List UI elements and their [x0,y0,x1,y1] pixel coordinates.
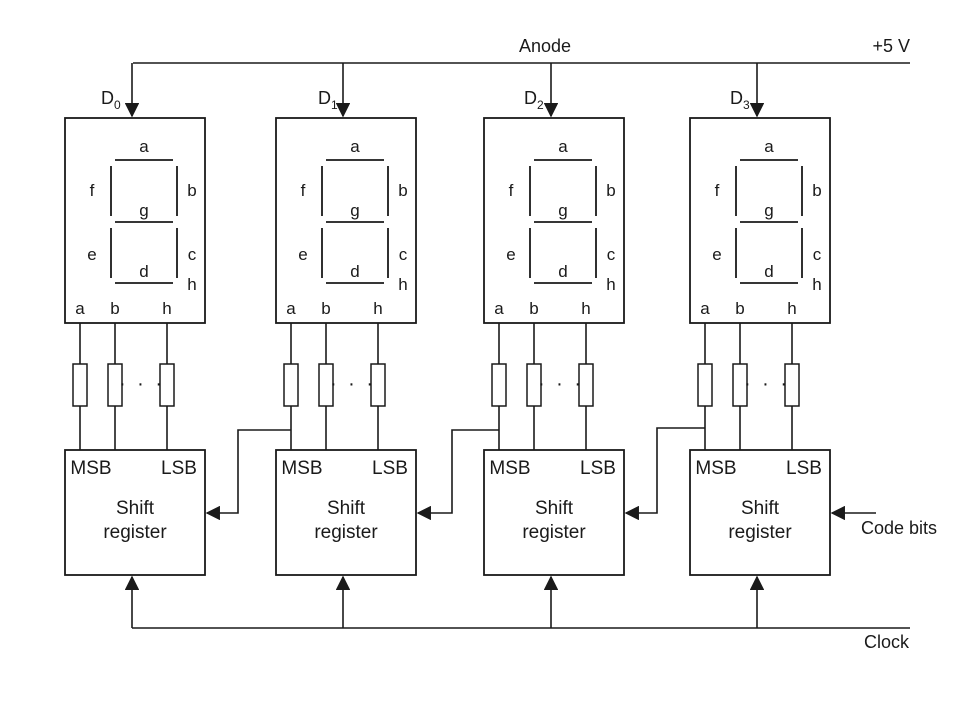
display-label-d1: D1 [318,88,338,112]
register-title-line2: register [728,522,792,543]
unit-0: a f b g e c d h a b h · · · MSB [64,63,206,628]
segment-label-d: d [764,262,773,281]
register-title-line1: Shift [535,498,574,519]
anode-label: Anode [519,36,571,56]
segment-label-c: c [188,245,197,264]
svg-text:D1: D1 [318,88,338,112]
segment-label-e: e [712,245,721,264]
segment-label-b: b [606,181,615,200]
register-title-line1: Shift [327,498,366,519]
segment-label-a: a [350,137,360,156]
segment-label-h: h [187,275,196,294]
segment-label-c: c [399,245,408,264]
shift-register-box [483,449,625,576]
unit-1: a f b g e c d h a b h · · · MSB [275,63,417,628]
resistor-a [283,363,299,407]
pin-label-a: a [700,299,710,318]
svg-text:D3: D3 [730,88,750,112]
segment-label-g: g [764,201,773,220]
register-msb-label: MSB [695,458,736,479]
register-title-line1: Shift [116,498,155,519]
display-label-d0: D0 [101,88,121,112]
shift-register-box [689,449,831,576]
ellipsis-dots: · · · [330,373,376,395]
resistor-a [491,363,507,407]
segment-label-h: h [606,275,615,294]
segment-label-e: e [298,245,307,264]
display-box [275,117,417,324]
pin-label-b: b [321,299,330,318]
clock-label: Clock [864,632,910,652]
pin-label-a: a [286,299,296,318]
shift-register-box [275,449,417,576]
segment-label-c: c [813,245,822,264]
chain-wire-3-to-2 [624,427,705,521]
segment-label-c: c [607,245,616,264]
pin-label-h: h [787,299,796,318]
resistor-a [72,363,88,407]
segment-label-f: f [509,181,514,200]
ellipsis-dots: · · · [744,373,790,395]
register-lsb-label: LSB [372,458,408,479]
segment-label-b: b [398,181,407,200]
segment-label-f: f [90,181,95,200]
ellipsis-dots: · · · [119,373,165,395]
display-box [64,117,206,324]
display-box [483,117,625,324]
display-label-d3: D3 [730,88,750,112]
pin-label-h: h [373,299,382,318]
segment-label-h: h [812,275,821,294]
segment-label-h: h [398,275,407,294]
display-box [689,117,831,324]
register-msb-label: MSB [70,458,111,479]
unit-2: a f b g e c d h a b h · · · MSB [483,63,625,628]
svg-text:D2: D2 [524,88,544,112]
segment-label-g: g [558,201,567,220]
segment-label-d: d [558,262,567,281]
pin-label-b: b [529,299,538,318]
segment-label-b: b [187,181,196,200]
chain-wire-2-to-1 [416,429,499,521]
pin-label-b: b [735,299,744,318]
display-label-d2: D2 [524,88,544,112]
shift-register-box [64,449,206,576]
pin-label-b: b [110,299,119,318]
segment-label-g: g [350,201,359,220]
segment-label-b: b [812,181,821,200]
register-lsb-label: LSB [580,458,616,479]
register-title-line2: register [314,522,378,543]
segment-label-d: d [139,262,148,281]
segment-label-f: f [715,181,720,200]
svg-text:D0: D0 [101,88,121,112]
supply-label: +5 V [872,36,910,56]
segment-label-a: a [764,137,774,156]
segment-label-e: e [506,245,515,264]
ellipsis-dots: · · · [538,373,584,395]
register-title-line2: register [522,522,586,543]
segment-label-g: g [139,201,148,220]
register-msb-label: MSB [281,458,322,479]
pin-label-a: a [494,299,504,318]
segment-label-d: d [350,262,359,281]
segment-label-f: f [301,181,306,200]
segment-label-e: e [87,245,96,264]
segment-label-a: a [139,137,149,156]
pin-label-h: h [162,299,171,318]
register-msb-label: MSB [489,458,530,479]
code-bits-label: Code bits [861,518,937,538]
resistor-a [697,363,713,407]
register-lsb-label: LSB [786,458,822,479]
register-lsb-label: LSB [161,458,197,479]
segment-label-a: a [558,137,568,156]
unit-3: a f b g e c d h a b h · · · MSB [689,63,831,628]
pin-label-a: a [75,299,85,318]
register-title-line2: register [103,522,167,543]
register-title-line1: Shift [741,498,780,519]
pin-label-h: h [581,299,590,318]
chain-wire-1-to-0 [205,429,291,521]
